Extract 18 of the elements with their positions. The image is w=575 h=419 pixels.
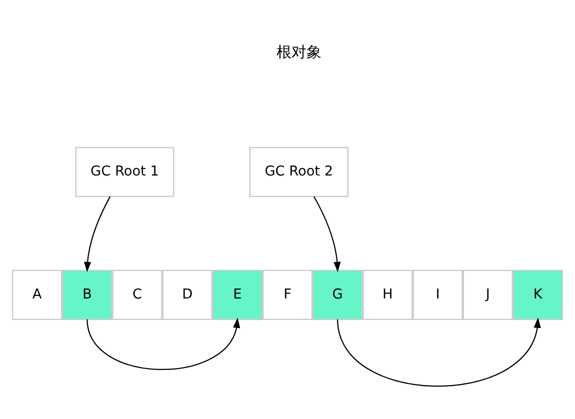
node-box: F — [262, 270, 313, 320]
node-box: D — [162, 270, 212, 320]
node-box: A — [12, 270, 62, 320]
node-box: GC Root 1 — [75, 146, 174, 198]
label: 根对象 — [276, 44, 322, 61]
node-box: G — [312, 270, 363, 320]
node-box: C — [112, 270, 162, 320]
node-box: K — [512, 270, 563, 320]
node-box: E — [212, 270, 262, 320]
node-box: I — [412, 270, 463, 320]
arrow — [337, 318, 541, 387]
node-box: B — [62, 270, 112, 320]
arrow — [84, 196, 111, 272]
node-box: J — [462, 270, 513, 320]
arrow — [86, 318, 240, 370]
node-box: GC Root 2 — [249, 146, 348, 198]
node-box: H — [362, 270, 413, 320]
arrow — [313, 196, 341, 272]
